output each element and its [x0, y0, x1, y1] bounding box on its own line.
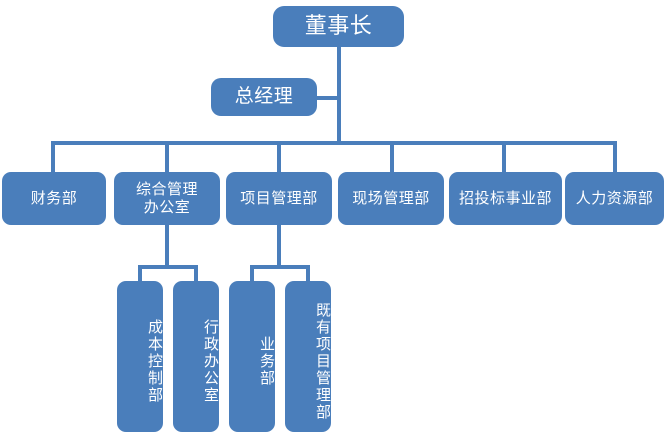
node-department-bidding-label: 招投标事业部: [458, 188, 552, 207]
node-department-human-resources-label: 人力资源部: [575, 188, 654, 207]
node-department-project-management-label: 项目管理部: [240, 188, 318, 207]
node-general-manager-label: 总经理: [234, 85, 294, 108]
node-chairman[interactable]: 董事长: [273, 6, 404, 47]
connector-subdrop-project-management: [277, 225, 281, 267]
node-department-general-admin-office-label: 综合管理 办公室: [135, 180, 198, 216]
node-department-bidding[interactable]: 招投标事业部: [449, 172, 562, 225]
connector-general-manager-stub: [316, 96, 341, 100]
node-subdepartment-cost-control[interactable]: 成本控制部: [117, 281, 164, 432]
node-department-site-management-label: 现场管理部: [352, 188, 430, 207]
connector-subbus-general-admin-office: [138, 265, 198, 269]
node-subdepartment-existing-project-management[interactable]: 既有项目管理部: [285, 281, 332, 432]
connector-subbus-project-management: [250, 265, 310, 269]
connector-drop-general-admin-office: [165, 141, 169, 173]
node-subdepartment-cost-control-label: 成本控制部: [146, 319, 164, 404]
connector-drop-site-management: [390, 141, 394, 173]
node-department-finance-label: 财务部: [30, 188, 78, 207]
connector-drop-cost-control: [138, 265, 142, 283]
connector-drop-administrative-office: [194, 265, 198, 283]
node-department-site-management[interactable]: 现场管理部: [338, 172, 444, 225]
node-department-finance[interactable]: 财务部: [2, 172, 106, 225]
node-department-general-admin-office[interactable]: 综合管理 办公室: [114, 172, 220, 225]
connector-drop-existing-project-management: [306, 265, 310, 283]
node-subdepartment-administrative-office[interactable]: 行政办公室: [173, 281, 220, 432]
connector-drop-finance: [51, 141, 55, 173]
node-department-project-management[interactable]: 项目管理部: [226, 172, 332, 225]
connector-drop-human-resources: [613, 141, 617, 173]
connector-chairman-spine: [337, 47, 341, 143]
connector-subdrop-general-admin-office: [165, 225, 169, 267]
node-department-human-resources[interactable]: 人力资源部: [565, 172, 664, 225]
node-subdepartment-business-label: 业务部: [258, 336, 276, 387]
node-subdepartment-administrative-office-label: 行政办公室: [202, 319, 220, 404]
node-chairman-label: 董事长: [304, 13, 373, 39]
connector-drop-business: [250, 265, 254, 283]
node-general-manager[interactable]: 总经理: [211, 78, 317, 116]
node-subdepartment-business[interactable]: 业务部: [229, 281, 276, 432]
connector-drop-project-management: [277, 141, 281, 173]
connector-drop-bidding: [502, 141, 506, 173]
connector-department-bus: [51, 141, 617, 145]
node-subdepartment-existing-project-management-label: 既有项目管理部: [314, 302, 332, 421]
